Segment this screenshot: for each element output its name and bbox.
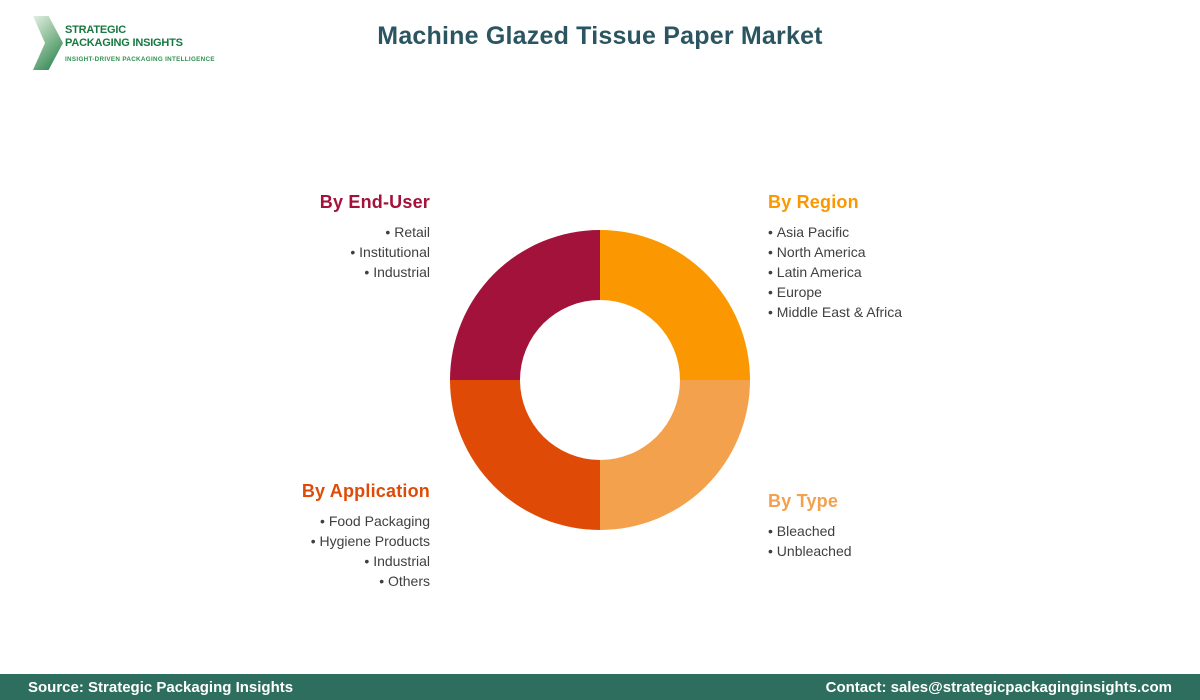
group-list-region: Asia Pacific North America Latin America… [768, 222, 902, 322]
logo-line-2: PACKAGING INSIGHTS [65, 36, 183, 49]
list-item: Industrial [302, 551, 430, 571]
page-title: Machine Glazed Tissue Paper Market [377, 22, 823, 50]
footer-bar: Source: Strategic Packaging Insights Con… [0, 674, 1200, 700]
donut-segment-by-end-user [450, 230, 600, 380]
group-heading-type: By Type [768, 491, 839, 511]
list-item: Asia Pacific [768, 222, 902, 242]
logo-tagline: INSIGHT-DRIVEN PACKAGING INTELLIGENCE [65, 56, 215, 63]
list-item: North America [768, 242, 902, 262]
group-list-end-user: Retail Institutional Industrial [320, 222, 430, 282]
footer-source: Source: Strategic Packaging Insights [28, 678, 294, 696]
logo-text: STRATEGIC PACKAGING INSIGHTS INSIGHT-DRI… [65, 24, 215, 63]
group-list-application: Food Packaging Hygiene Products Industri… [302, 511, 430, 591]
list-item: Industrial [320, 262, 430, 282]
group-heading-region: By Region [768, 192, 859, 212]
list-item: Bleached [768, 521, 852, 541]
group-heading-application: By Application [301, 481, 430, 501]
donut-chart [450, 230, 750, 530]
group-heading-end-user: By End-User [319, 192, 430, 212]
donut-segment-by-region [600, 230, 750, 380]
list-item: Others [302, 571, 430, 591]
segment-group-region: By Region Asia Pacific North America Lat… [768, 192, 902, 322]
list-item: Europe [768, 282, 902, 302]
footer-contact: Contact: sales@strategicpackaginginsight… [825, 678, 1172, 696]
donut-segment-by-application [450, 380, 600, 530]
list-item: Hygiene Products [302, 531, 430, 551]
list-item: Food Packaging [302, 511, 430, 531]
segment-group-application: By Application Food Packaging Hygiene Pr… [302, 481, 430, 591]
group-list-type: Bleached Unbleached [768, 521, 852, 561]
list-item: Unbleached [768, 541, 852, 561]
logo-line-1: STRATEGIC [65, 24, 126, 36]
list-item: Middle East & Africa [768, 302, 902, 322]
segment-group-type: By Type Bleached Unbleached [768, 491, 852, 561]
segment-group-end-user: By End-User Retail Institutional Industr… [320, 192, 430, 282]
list-item: Latin America [768, 262, 902, 282]
company-logo: STRATEGIC PACKAGING INSIGHTS INSIGHT-DRI… [33, 14, 233, 76]
donut-segment-by-type [600, 380, 750, 530]
list-item: Retail [320, 222, 430, 242]
list-item: Institutional [320, 242, 430, 262]
